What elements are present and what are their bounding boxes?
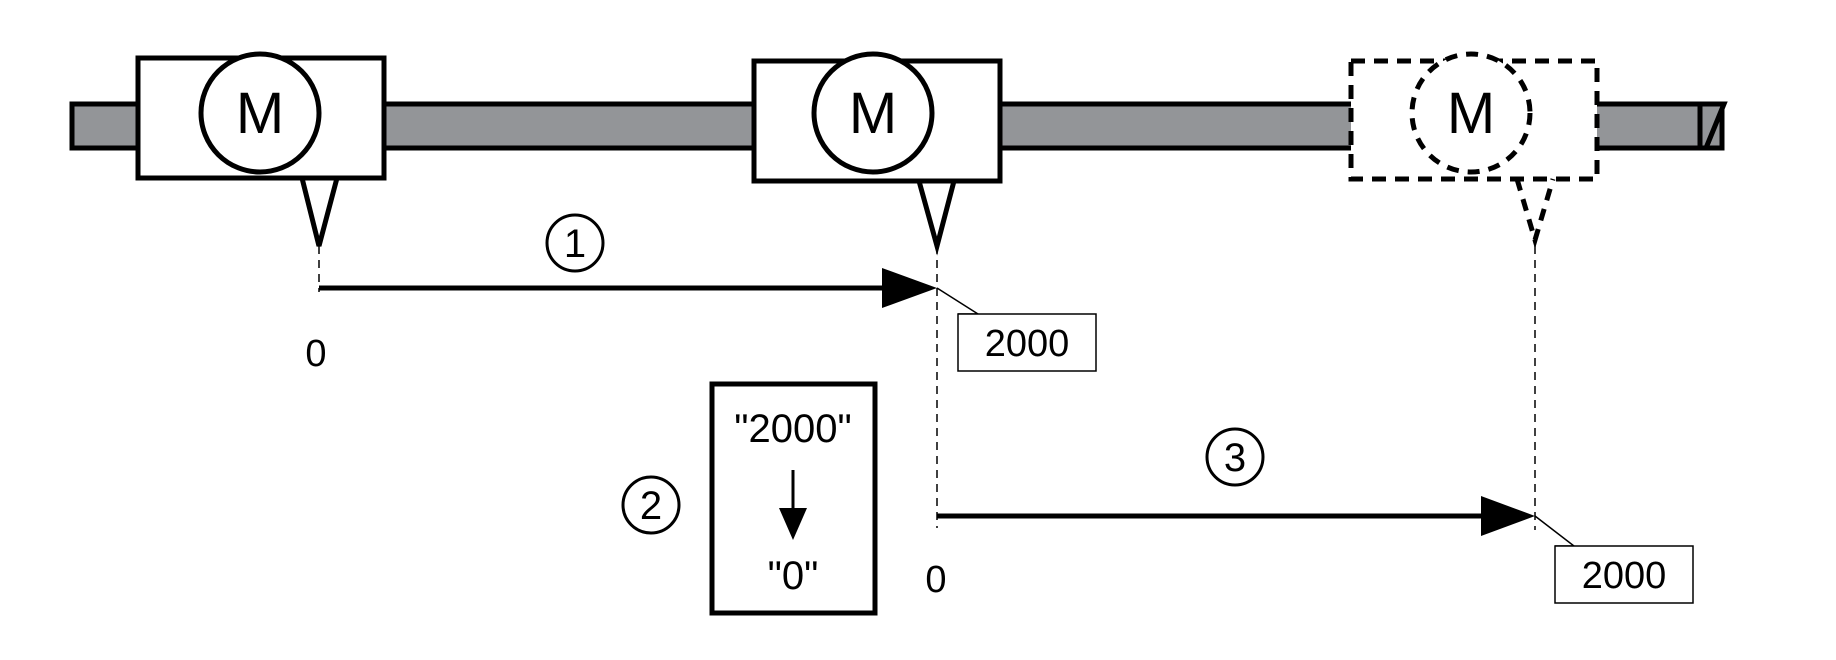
rail-end-cut <box>1697 101 1728 151</box>
position-pointer-dashed <box>1514 178 1556 249</box>
move-3-arrow <box>937 496 1535 536</box>
position-pointer <box>915 178 958 256</box>
step-2-number: 2 <box>640 484 662 528</box>
move-1-end-value: 2000 <box>985 323 1070 365</box>
move-1-end-callout: 2000 <box>936 287 1097 372</box>
reset-to-value: "0" <box>768 554 819 598</box>
step-3-number: 3 <box>1224 436 1246 480</box>
motor-circle <box>198 51 322 175</box>
motor-circle-dashed <box>1409 51 1533 175</box>
reset-down-arrow-head <box>779 508 807 540</box>
step-1-marker: 1 <box>545 213 605 273</box>
move-1-arrow <box>319 268 937 308</box>
position-reset-box: "2000" "0" <box>709 381 878 616</box>
step-1-number: 1 <box>564 222 586 266</box>
motor-circle <box>811 51 935 175</box>
step-2-marker: 2 <box>621 475 681 535</box>
motor-start: M <box>135 51 387 247</box>
motor-label: M <box>1447 81 1495 146</box>
reference-lines <box>318 246 1536 530</box>
move-1-start-value: 0 <box>305 333 326 375</box>
step-3-marker: 3 <box>1205 427 1265 487</box>
motor-label: M <box>849 81 897 146</box>
move-3-end-callout: 2000 <box>1534 515 1694 604</box>
motor-label: M <box>236 81 284 146</box>
move-3-end-value: 2000 <box>1582 555 1667 597</box>
move-3-start-value: 0 <box>925 559 946 601</box>
reset-from-value: "2000" <box>734 407 851 451</box>
position-pointer <box>298 175 341 247</box>
motor-after-move-1: M <box>751 51 1003 256</box>
motor-after-move-3: M <box>1348 51 1600 249</box>
